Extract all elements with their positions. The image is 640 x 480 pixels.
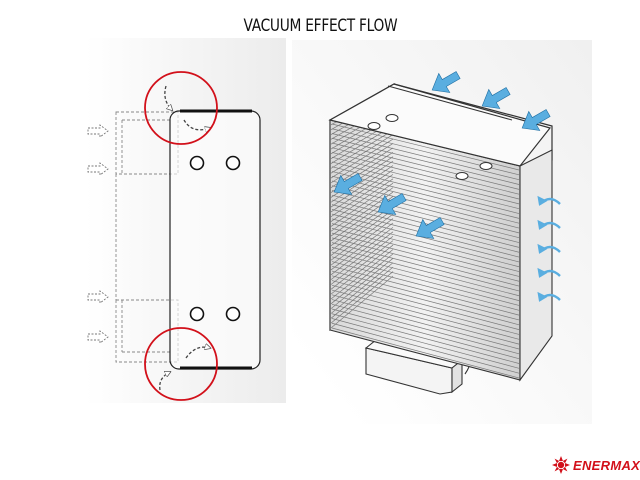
fin-line [331,270,520,321]
fin-edge-line [330,262,394,314]
fin-edge-line [330,160,394,203]
fin-edge-line [330,165,394,208]
fin-line [331,322,520,374]
fin-edge-line [330,187,394,232]
fin-line [331,137,520,185]
fin-edge-line [330,178,394,222]
fin-line [331,175,520,224]
fin-edge-line [330,174,394,218]
fin-line [331,166,520,214]
fin-line [331,265,520,316]
fin-edge-line [330,249,394,300]
heatpipe-holes [189,155,241,322]
fin-line [331,308,520,359]
fin-line [331,190,520,239]
fin-line [331,313,520,364]
fin-edge-line [330,244,394,295]
fin-line [331,289,520,340]
heatpipe-caps [367,114,493,180]
fin-line [331,147,520,195]
fin-edge-line [330,129,394,169]
fin-line [331,161,520,210]
vacuum-zone-highlights [144,71,218,401]
fin-line [331,247,520,297]
fin-edge-line [330,134,394,174]
fin-line [331,318,520,369]
fin-edge-line [330,218,394,266]
fin-edge-line [330,258,394,309]
fin-edge-line [330,231,394,280]
fin-edge-line [330,169,394,213]
fin-edge-line [330,235,394,285]
fin-edge-line [330,138,394,179]
fin-edge-line [330,271,394,324]
fin-edge-line [330,191,394,237]
fin-line [331,303,520,355]
diagram-title: VACUUM EFFECT FLOW [243,16,397,36]
fin-line [331,133,520,181]
fin-line [331,171,520,219]
fin-line [331,284,520,335]
exhaust-curved-arrows [537,195,561,302]
fin-edge-line [330,209,394,256]
fin-line [331,294,520,345]
brand-name: ENERMAX [573,457,640,473]
fin-line [331,156,520,205]
bottom-vacuum-zone [144,327,218,401]
cpu-cooler-illustration [328,83,553,395]
fin-line [331,275,520,326]
enermax-logo: ENERMAX [552,455,640,475]
fin-line [331,299,520,350]
fin-edge-line [330,253,394,305]
fin-line [331,152,520,200]
fin-line [331,256,520,306]
side-view-diagram [87,71,261,401]
top-vacuum-zone [144,71,218,145]
fin-line [331,327,520,379]
fin-edge-line [330,222,394,271]
heatsink-side-outline [169,110,261,370]
fin-line [331,261,520,311]
fin-line [331,142,520,190]
fin-line [331,242,520,292]
fin-line [331,180,520,229]
fin-line [331,251,520,301]
fin-edge-line [330,266,394,319]
side-inflow-arrows [87,124,109,344]
fin-edge-line [330,240,394,290]
fin-line [331,194,520,243]
fin-edge-line [330,182,394,227]
curved-arrow-icon [159,85,210,391]
fin-line [331,280,520,330]
enermax-logo-icon [552,456,570,474]
airflow-arrow-icon [333,71,551,239]
fin-line [331,185,520,234]
fin-edge-line [330,227,394,276]
fin-edge-line [330,213,394,261]
fin-edge-line [330,275,394,329]
